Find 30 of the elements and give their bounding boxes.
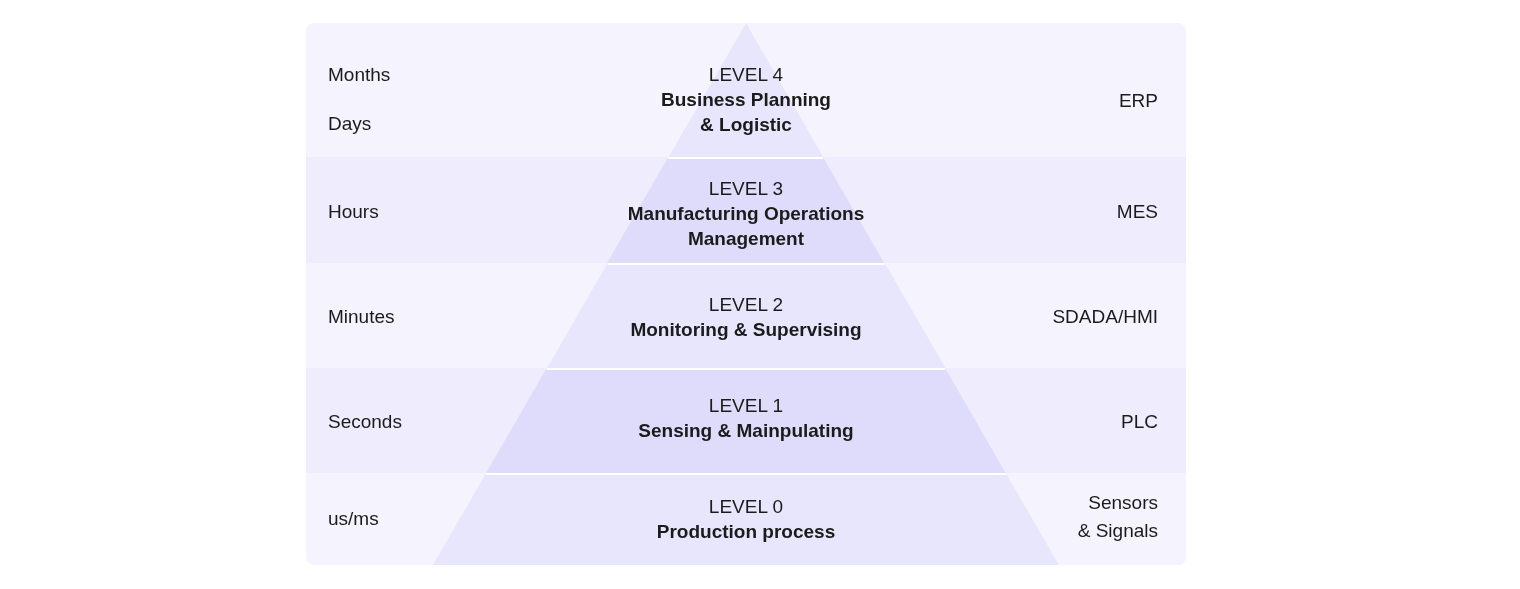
system-label: Sensors & Signals	[1076, 491, 1158, 543]
time-scale-label: us/ms	[328, 506, 379, 531]
level-title: Manufacturing Operations Management	[626, 201, 866, 251]
pyramid-level	[607, 157, 885, 263]
level-number: LEVEL 4	[708, 62, 784, 87]
tier-band	[306, 263, 1186, 368]
level-title: Business Planning & Logistic	[660, 87, 832, 137]
time-scale-label: Minutes	[328, 304, 395, 329]
time-scale-label: Days	[328, 111, 372, 136]
pyramid-level	[546, 263, 946, 368]
level-title: Sensing & Mainpulating	[638, 418, 854, 443]
pyramid-level	[433, 473, 1059, 565]
pyramid-level	[486, 368, 1006, 473]
system-label: PLC	[1121, 409, 1158, 434]
tier-band	[306, 23, 1186, 157]
system-label: MES	[1116, 199, 1158, 224]
level-number: LEVEL 3	[708, 176, 784, 201]
level-number: LEVEL 0	[708, 494, 784, 519]
level-title: Monitoring & Supervising	[630, 317, 862, 342]
tier-band	[306, 368, 1186, 473]
time-scale-label: Months	[328, 62, 391, 87]
level-number: LEVEL 2	[708, 292, 784, 317]
time-scale-label: Hours	[328, 199, 379, 224]
tier-band	[306, 157, 1186, 263]
system-label: ERP	[1118, 88, 1158, 113]
tier-band	[306, 473, 1186, 565]
time-scale-label: Seconds	[328, 409, 402, 434]
level-title: Production process	[656, 519, 836, 544]
system-label: SDADA/HMI	[1052, 304, 1158, 329]
level-number: LEVEL 1	[708, 393, 784, 418]
